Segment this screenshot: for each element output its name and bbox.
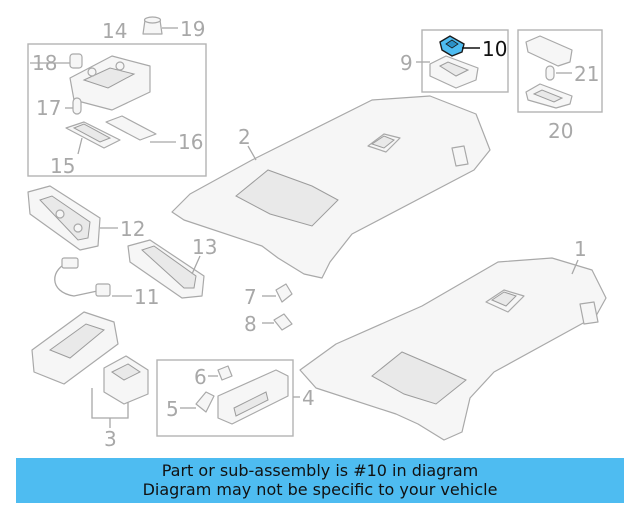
- callout-16: 16: [178, 130, 203, 154]
- part-8-clip: [273, 313, 293, 331]
- part-19-cap: [142, 16, 163, 35]
- part-12-trim-panel: [27, 185, 101, 251]
- callout-9: 9: [400, 51, 413, 75]
- group-box-20: [517, 29, 603, 113]
- part-4-sun-visor: [217, 369, 289, 425]
- callout-13: 13: [192, 235, 217, 259]
- part-18-clip: [69, 53, 83, 69]
- callout-1: 1: [574, 237, 587, 261]
- part-1-headliner: [299, 257, 607, 441]
- part-17-bulb: [72, 97, 82, 115]
- part-14-console-housing: [69, 55, 151, 111]
- part-3-lamp-housing: [31, 311, 149, 405]
- banner-line-1: Part or sub-assembly is #10 in diagram: [161, 461, 479, 480]
- banner-line-2: Diagram may not be specific to your vehi…: [142, 480, 498, 499]
- callout-3: 3: [104, 427, 117, 451]
- callout-5: 5: [166, 397, 179, 421]
- callout-11: 11: [134, 285, 159, 309]
- callout-7: 7: [244, 285, 257, 309]
- part-21-bulb: [545, 65, 555, 81]
- part-15-lens: [65, 121, 121, 149]
- part-2-headliner: [171, 95, 491, 279]
- part-11-harness: [54, 257, 111, 297]
- info-banner: Part or sub-assembly is #10 in diagram D…: [16, 458, 624, 503]
- callout-8: 8: [244, 312, 257, 336]
- group-box-14: [27, 43, 207, 177]
- callout-20: 20: [548, 119, 573, 143]
- callout-12: 12: [120, 217, 145, 241]
- callout-6: 6: [194, 365, 207, 389]
- callout-21: 21: [574, 62, 599, 86]
- part-20-lamp-assembly: [525, 35, 573, 109]
- part-6-clip: [217, 365, 233, 381]
- callout-19: 19: [180, 17, 205, 41]
- part-7-clip: [275, 283, 293, 303]
- group-box-9: [421, 29, 509, 93]
- part-10-bulb-highlighted: [439, 35, 465, 57]
- callout-14: 14: [102, 19, 127, 43]
- callout-18: 18: [32, 51, 57, 75]
- callout-10-highlighted: 10: [482, 37, 507, 61]
- callout-15: 15: [50, 154, 75, 178]
- part-13-trim-panel: [127, 239, 205, 299]
- part-9-lamp: [429, 55, 479, 89]
- callout-17: 17: [36, 96, 61, 120]
- part-16-seal: [105, 115, 157, 141]
- callout-2: 2: [238, 125, 251, 149]
- part-5-bracket: [195, 391, 215, 413]
- group-box-4: [156, 359, 294, 437]
- callout-4: 4: [302, 386, 315, 410]
